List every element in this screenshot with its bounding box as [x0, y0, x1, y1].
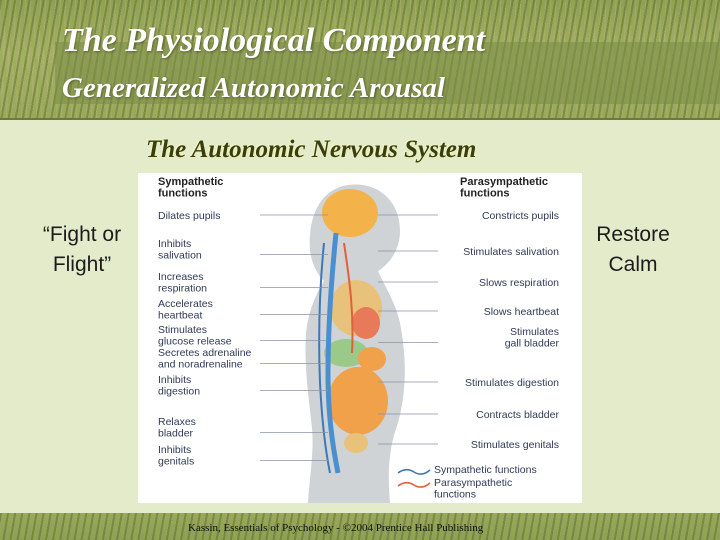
parasympathetic-function-label: Stimulates genitals: [471, 439, 559, 451]
legend-swatch: [397, 468, 431, 475]
header-panel: [55, 42, 720, 104]
parasympathetic-function-label: Slows heartbeat: [484, 306, 559, 318]
header-banner: [0, 0, 720, 120]
citation: Kassin, Essentials of Psychology - ©2004…: [188, 522, 484, 534]
spinal-cord: [325, 232, 341, 474]
intestines: [328, 367, 388, 435]
parasympathetic-function-label: Stimulates salivation: [463, 246, 559, 258]
vagus-nerve: [343, 242, 354, 354]
slide-subheading: Generalized Autonomic Arousal: [62, 72, 445, 104]
restore-calm-caption: Restore Calm: [596, 223, 670, 276]
liver: [324, 339, 368, 367]
bladder: [344, 433, 368, 453]
parasympathetic-function-label: Stimulates digestion: [465, 377, 559, 389]
slide-title: The Physiological Component: [62, 22, 486, 59]
section-title: The Autonomic Nervous System: [146, 136, 477, 163]
brain: [322, 189, 378, 237]
heart: [352, 307, 380, 339]
parasympathetic-function-label: Slows respiration: [479, 277, 559, 289]
header-divider: [0, 118, 720, 120]
parasympathetic-function-label: Constricts pupils: [482, 210, 559, 222]
footer-banner: [0, 513, 720, 540]
stomach: [358, 347, 386, 371]
legend-swatch: [397, 481, 431, 488]
legend-label: Sympathetic functions: [434, 464, 537, 476]
sympathetic-chain: [318, 242, 331, 474]
fight-or-flight-caption: “Fight or Flight”: [42, 223, 122, 276]
parasympathetic-function-label: Contracts bladder: [476, 409, 559, 421]
leader-lines: [260, 214, 438, 461]
sympathetic-function-label: Dilates pupils: [158, 210, 220, 222]
